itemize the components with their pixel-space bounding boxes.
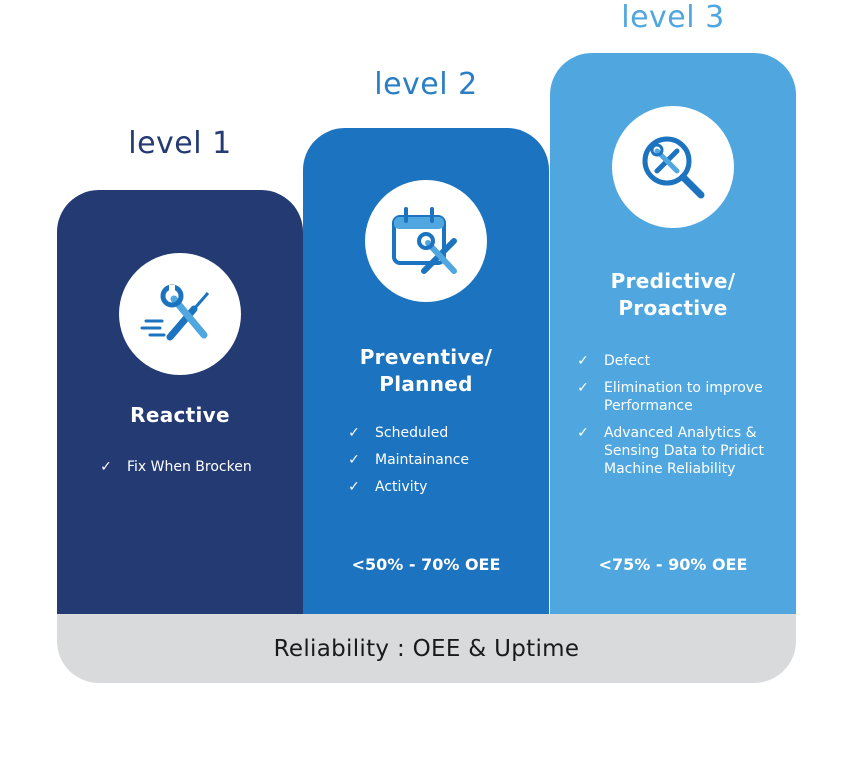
footer-text: Reliability : OEE & Uptime xyxy=(273,635,580,662)
level-3-title-line-2: Proactive xyxy=(618,296,728,320)
level-1-card: Reactive ✓Fix When Brocken <50% OEE xyxy=(57,190,303,764)
level-2-icon-circle xyxy=(365,180,487,302)
level-2-title: Preventive/ Planned xyxy=(303,344,549,398)
level-2-list: ✓Scheduled ✓Maintainance ✓Activity xyxy=(345,424,535,505)
check-icon: ✓ xyxy=(577,380,589,396)
level-3-title: Predictive/ Proactive xyxy=(550,268,796,322)
check-icon: ✓ xyxy=(577,353,589,369)
check-icon: ✓ xyxy=(348,452,360,468)
level-3-label: level 3 xyxy=(621,0,725,35)
level-3-icon-circle xyxy=(612,106,734,228)
level-3-title-line-1: Predictive/ xyxy=(610,269,736,293)
level-2-title-line-1: Preventive/ xyxy=(359,345,493,369)
check-icon: ✓ xyxy=(348,479,360,495)
level-2-card: Preventive/ Planned ✓Scheduled ✓Maintain… xyxy=(303,128,549,614)
level-1-oee: <50% OEE xyxy=(133,745,227,764)
list-item: ✓Defect xyxy=(574,352,780,370)
level-1-title: Reactive xyxy=(130,403,230,427)
list-item: ✓Scheduled xyxy=(345,424,535,442)
level-1-list: ✓Fix When Brocken xyxy=(97,458,297,485)
level-1-icon-circle xyxy=(119,253,241,375)
level-3-oee: <75% - 90% OEE xyxy=(598,555,748,574)
level-3-card: Predictive/ Proactive ✓Defect ✓Eliminati… xyxy=(550,53,796,614)
magnifier-tools-icon xyxy=(642,136,705,199)
calendar-tools-icon xyxy=(392,207,457,274)
wrench-screwdriver-icon xyxy=(140,284,210,341)
level-1-label: level 1 xyxy=(128,126,232,161)
level-2-oee: <50% - 70% OEE xyxy=(351,555,501,574)
list-item: ✓Maintainance xyxy=(345,451,535,469)
footer-bar: Reliability : OEE & Uptime xyxy=(57,614,796,683)
level-2-title-line-2: Planned xyxy=(379,372,473,396)
list-item: ✓Elimination to improve Performance xyxy=(574,379,780,415)
list-item: ✓Activity xyxy=(345,478,535,496)
check-icon: ✓ xyxy=(348,425,360,441)
level-3-list: ✓Defect ✓Elimination to improve Performa… xyxy=(574,352,780,487)
check-icon: ✓ xyxy=(100,459,112,475)
list-item: ✓Fix When Brocken xyxy=(97,458,297,476)
level-2-label: level 2 xyxy=(374,67,478,102)
check-icon: ✓ xyxy=(577,425,589,441)
list-item: ✓Advanced Analytics & Sensing Data to Pr… xyxy=(574,424,780,478)
